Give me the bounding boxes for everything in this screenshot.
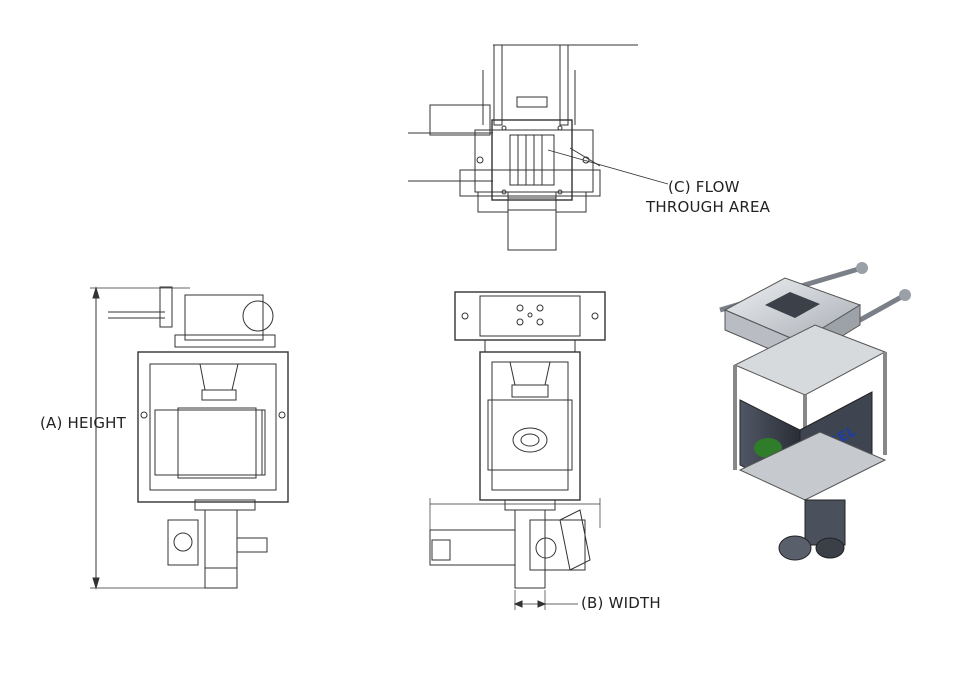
flow-through-area-label: (C) FLOW THROUGH AREA xyxy=(646,177,770,217)
side-view-drawing xyxy=(90,286,289,590)
width-dimension-label: (B) WIDTH xyxy=(581,594,661,612)
top-view-drawing xyxy=(408,44,669,251)
flow-label-line1: (C) FLOW xyxy=(668,178,740,196)
front-view-drawing xyxy=(429,291,606,610)
flow-label-line2: THROUGH AREA xyxy=(646,198,771,216)
isometric-rendering: CASSEL xyxy=(719,262,911,561)
height-dimension-label: (A) HEIGHT xyxy=(40,414,126,432)
